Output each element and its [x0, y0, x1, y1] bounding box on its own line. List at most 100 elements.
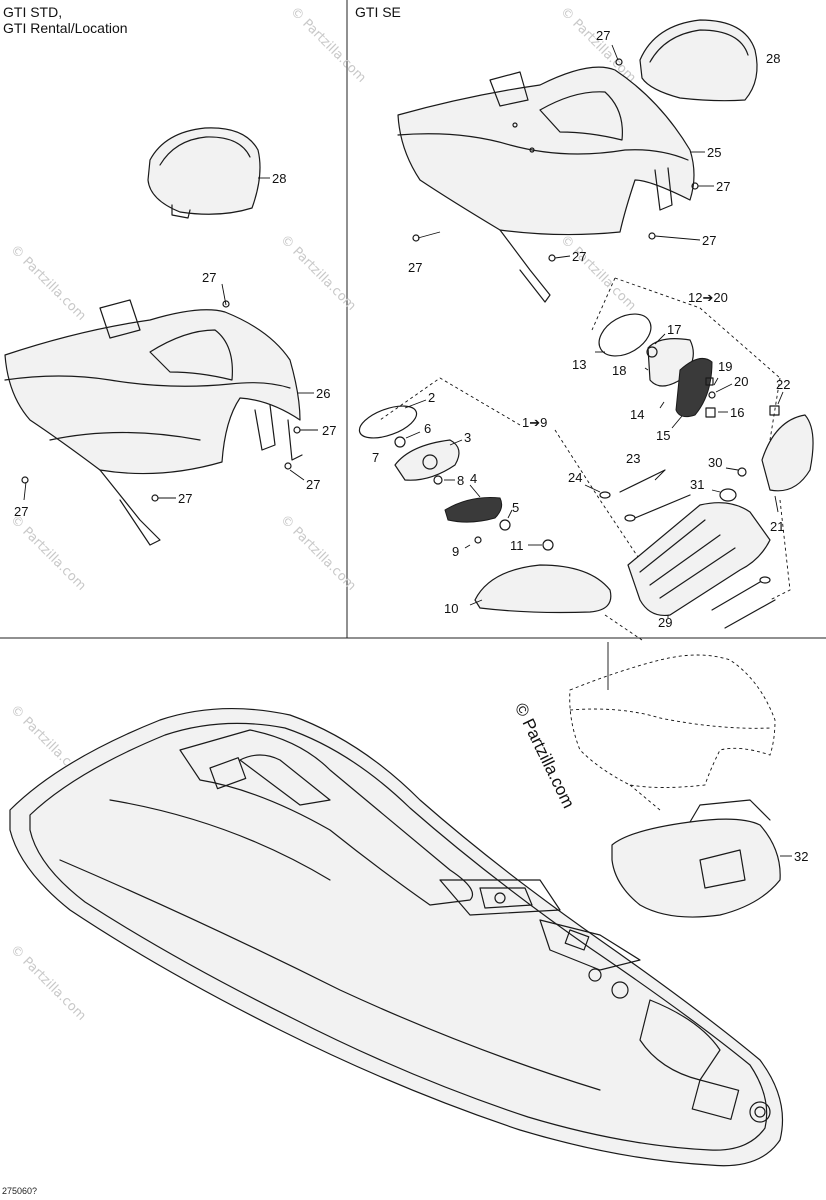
callout-8: 8	[457, 473, 464, 488]
part-21-cover	[761, 414, 814, 492]
part-8-nut	[433, 475, 443, 485]
callout-27-right-lower: 27	[702, 233, 716, 248]
callout-27-left-bottom: 27	[306, 477, 320, 492]
callout-27-right-top: 27	[596, 28, 610, 43]
callout-2: 2	[428, 390, 435, 405]
part-3-gauge-plate	[394, 439, 460, 481]
watermark-2: © Partzilla.com	[277, 232, 359, 314]
part-seat-cushion-right	[639, 19, 758, 102]
header-left-line1: GTI STD,	[3, 4, 63, 20]
header-right: GTI SE	[355, 4, 401, 20]
screw-27b	[293, 426, 301, 434]
callout-29: 29	[658, 615, 672, 630]
callout-17: 17	[667, 322, 681, 337]
callout-7: 7	[372, 450, 379, 465]
screw-27i	[412, 234, 420, 242]
part-hull	[9, 707, 783, 1167]
leader-27e	[23, 481, 27, 501]
callout-27-right-center: 27	[572, 249, 586, 264]
watermark-11: © Partzilla.com	[287, 4, 369, 86]
part-30-nut	[737, 467, 747, 477]
callout-6: 6	[424, 421, 431, 436]
leader-27f	[611, 44, 619, 61]
part-6-bulb	[394, 436, 406, 448]
callout-27-left-mid: 27	[178, 491, 192, 506]
callout-13: 13	[572, 357, 586, 372]
leader-27c	[289, 469, 305, 481]
part-32-storage	[611, 799, 781, 918]
screw-27d	[151, 494, 159, 502]
callout-19: 19	[718, 359, 732, 374]
part-9-screw	[474, 536, 482, 544]
screw-27a	[222, 300, 230, 308]
callout-32: 32	[794, 849, 808, 864]
screw-27g	[691, 182, 699, 190]
leader-27i	[417, 231, 441, 239]
leader-27h	[654, 235, 701, 241]
callout-1-9: 1➔9	[522, 415, 547, 430]
part-17-bulb	[646, 346, 658, 358]
callout-28-right: 28	[766, 51, 780, 66]
figure-code: 275060?	[2, 1186, 38, 1196]
part-20-screw	[708, 391, 716, 399]
callout-23: 23	[626, 451, 640, 466]
part-5-fastener	[499, 519, 511, 531]
part-22-nut	[769, 405, 780, 416]
part-24-washer	[599, 491, 611, 499]
screw-27f	[615, 58, 623, 66]
part-15-housing	[675, 357, 713, 418]
part-seat-cushion-left	[147, 127, 261, 219]
callout-31: 31	[690, 477, 704, 492]
header-left-line2: GTI Rental/Location	[3, 20, 128, 36]
screw-27h	[648, 232, 656, 240]
callout-25: 25	[707, 145, 721, 160]
screw-27e	[21, 476, 29, 484]
callout-27-left-right: 27	[322, 423, 336, 438]
callout-27-right-left: 27	[408, 260, 422, 275]
screw-27j	[548, 254, 556, 262]
part-23-bolt	[619, 469, 666, 493]
callout-12-20: 12➔20	[688, 290, 728, 305]
callout-27-left-top: 27	[202, 270, 216, 285]
callout-28-left: 28	[272, 171, 286, 186]
part-4-housing	[444, 497, 503, 523]
part-13-lens	[598, 313, 652, 357]
part-10-cover	[474, 564, 612, 614]
header-left: GTI STD, GTI Rental/Location	[3, 4, 128, 36]
part-29-support	[627, 502, 771, 617]
watermark-3: © Partzilla.com	[557, 232, 639, 314]
callout-15: 15	[656, 428, 670, 443]
watermark-4: © Partzilla.com	[7, 512, 89, 594]
callout-14: 14	[630, 407, 644, 422]
part-19-clip	[705, 377, 714, 386]
callout-10: 10	[444, 601, 458, 616]
leader-27j	[554, 255, 571, 259]
callout-24: 24	[568, 470, 582, 485]
callout-4: 4	[470, 471, 477, 486]
callout-3: 3	[464, 430, 471, 445]
callout-9: 9	[452, 544, 459, 559]
callout-labels: 28 27 26 27 27 27 27 27 28 25 27 27 27 2…	[14, 28, 808, 864]
callout-18: 18	[612, 363, 626, 378]
group-1-9-bracket	[379, 377, 521, 426]
part-16-nut	[705, 407, 716, 418]
callout-11: 11	[510, 538, 524, 553]
callout-20: 20	[734, 374, 748, 389]
callout-26: 26	[316, 386, 330, 401]
callout-27-left-edge: 27	[14, 504, 28, 519]
part-seat-cover-left	[4, 299, 303, 546]
callout-30: 30	[708, 455, 722, 470]
callout-27-right-side: 27	[716, 179, 730, 194]
group-12-20-bracket	[614, 277, 781, 379]
callout-21: 21	[770, 519, 784, 534]
watermark-5: © Partzilla.com	[277, 512, 359, 594]
callout-5: 5	[512, 500, 519, 515]
watermark-8: © Partzilla.com	[7, 942, 89, 1024]
part-11-nut	[542, 539, 554, 551]
screw-27c	[284, 462, 292, 470]
part-seat-cover-ghost	[569, 654, 776, 811]
part-2-lens	[358, 405, 418, 439]
part-31-washer	[719, 488, 737, 502]
watermark-1: © Partzilla.com	[7, 242, 89, 324]
